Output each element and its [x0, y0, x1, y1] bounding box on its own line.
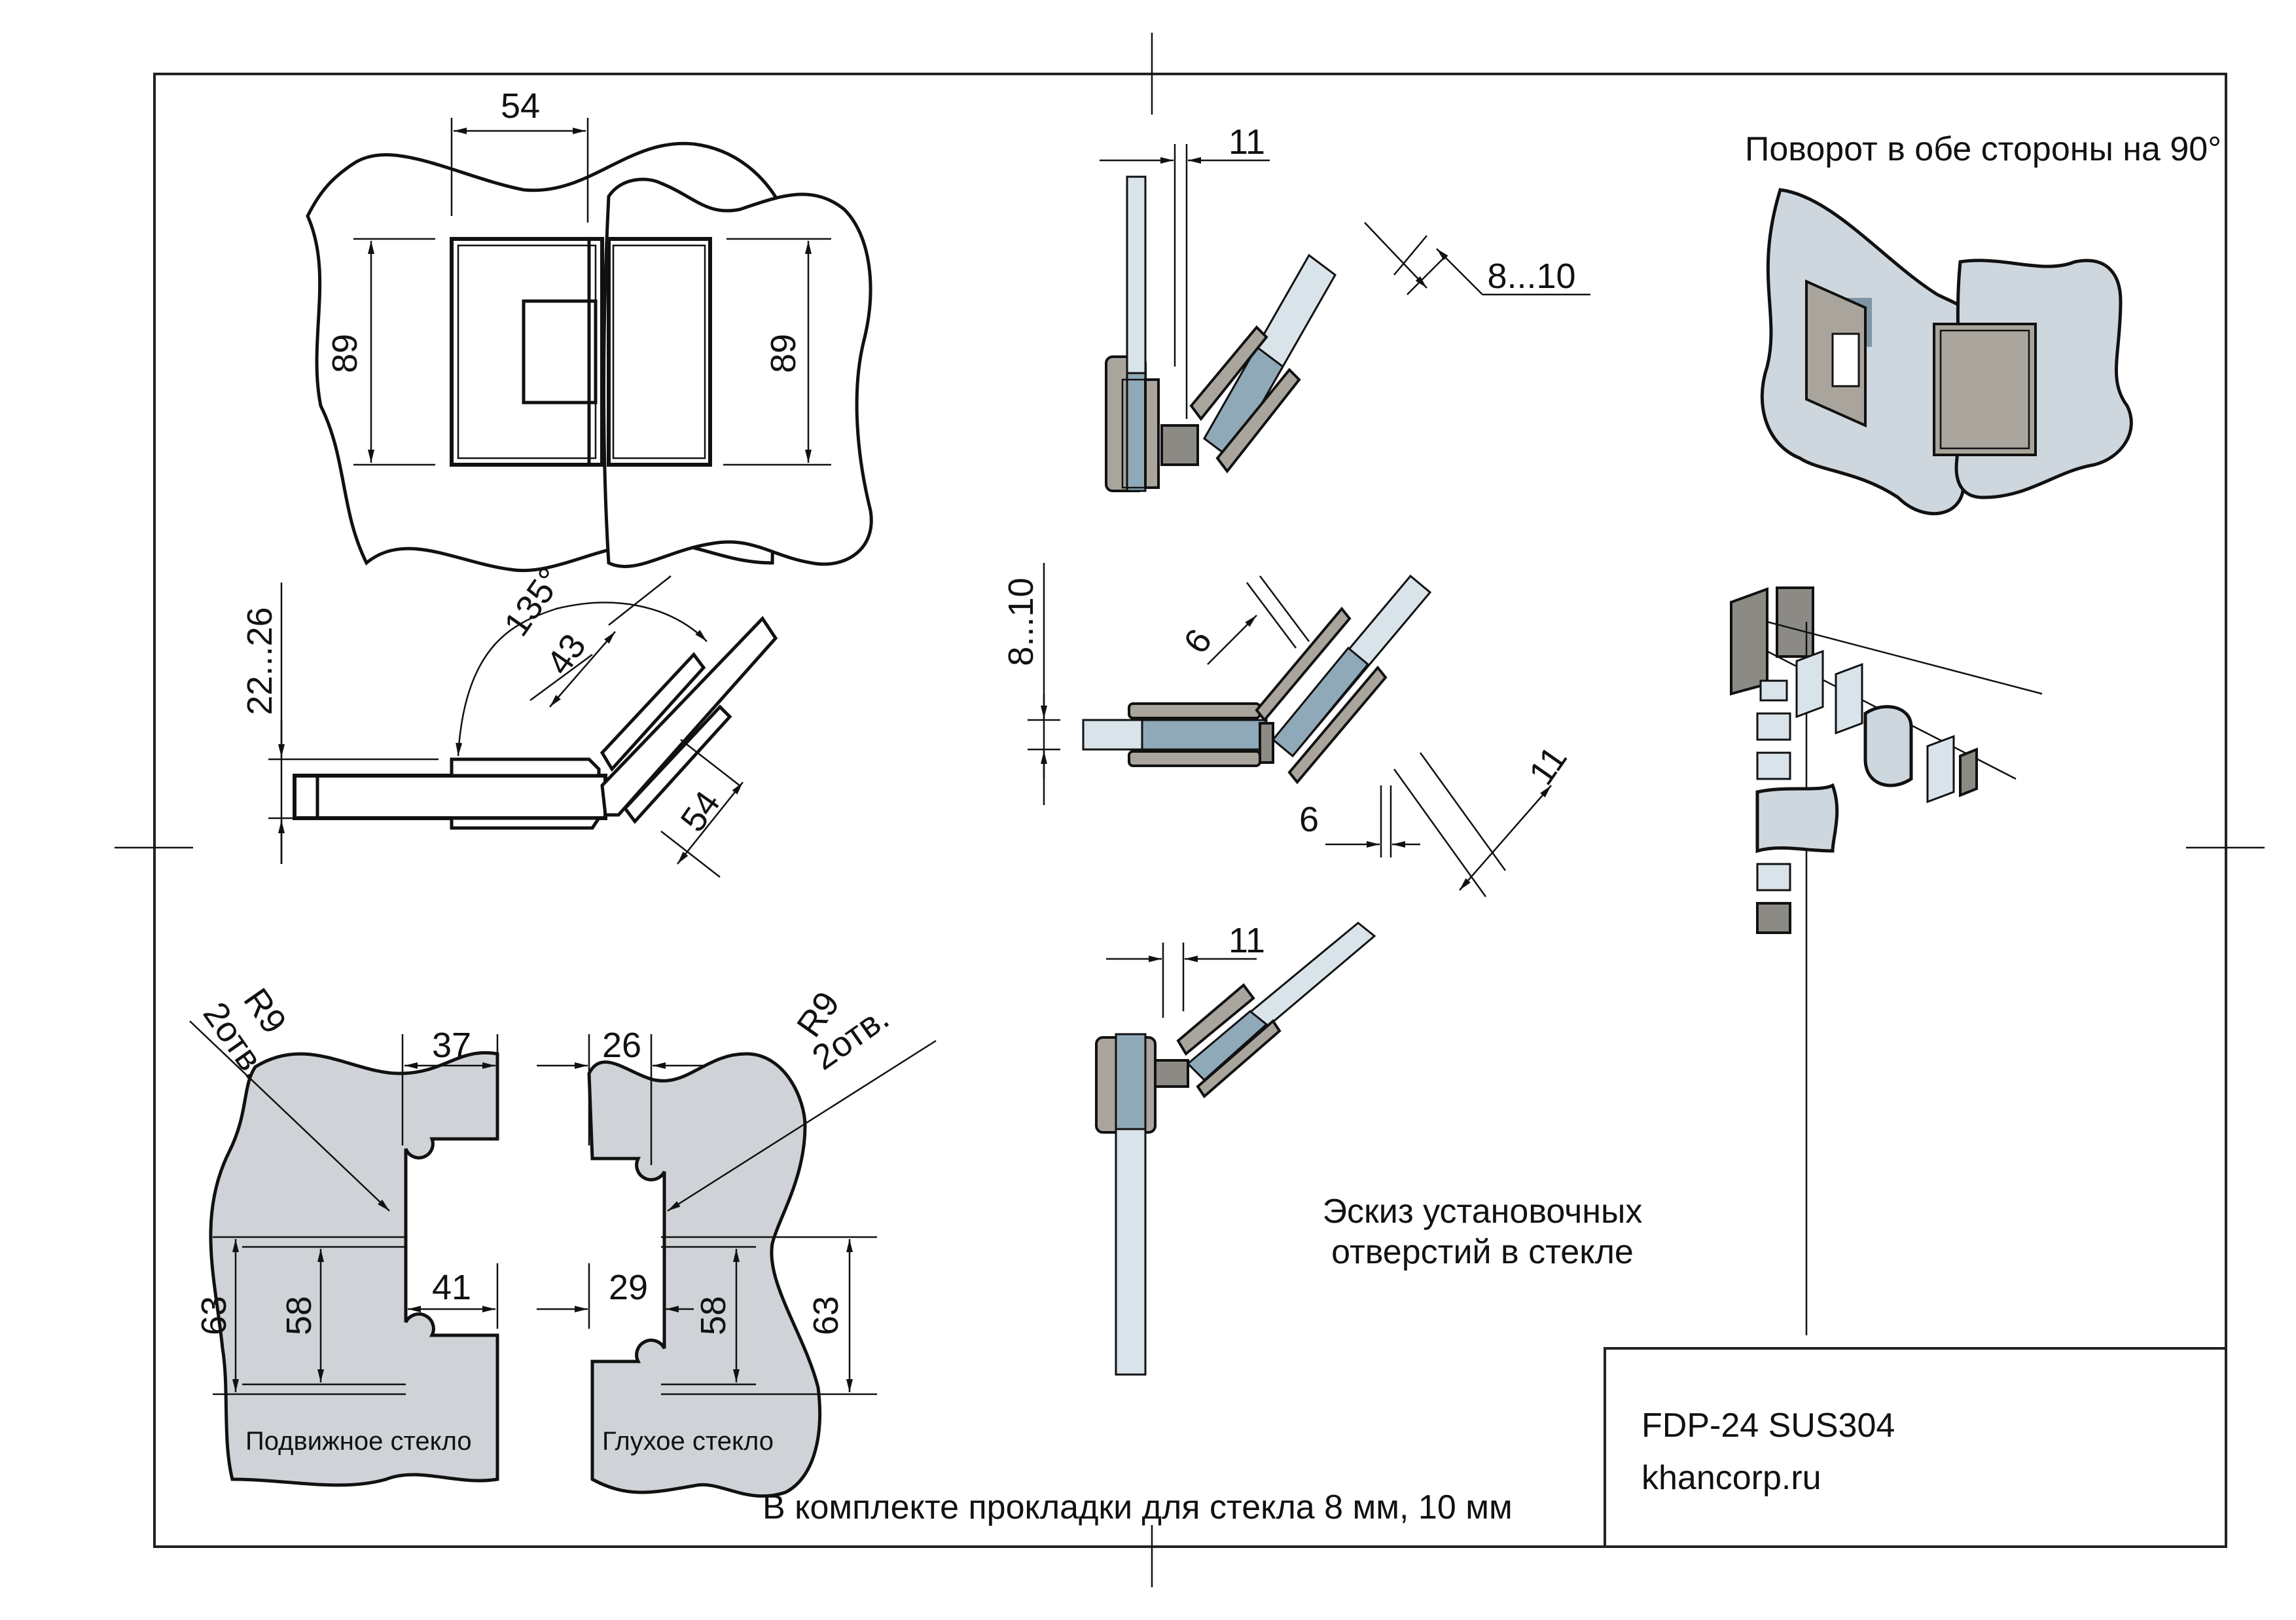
- top-view: 22...26 135° 43 54: [240, 561, 778, 878]
- side-mid-offset-diag-dim: 11: [1522, 740, 1575, 792]
- exploded-view: [1730, 586, 2043, 1335]
- isometric-view: [1760, 188, 2133, 516]
- side-mid-gap-diag-dim: 6: [1176, 622, 1219, 660]
- movable-hole-span-dim: 58: [279, 1296, 319, 1335]
- plate-length-43-dim: 43: [539, 627, 594, 682]
- front-height-left-dim: 89: [325, 334, 365, 373]
- cutout-movable: 37 41 63 58 R9 2отв. Подвижное стекло: [189, 981, 499, 1487]
- fixed-depth-top-dim: 26: [602, 1026, 641, 1065]
- rotation-note: Поворот в обе стороны на 90°: [1745, 130, 2221, 168]
- side-mid-gap-horiz-dim: 6: [1299, 800, 1319, 839]
- fixed-depth-mid-dim: 29: [609, 1268, 648, 1307]
- kit-note: В комплекте прокладки для стекла 8 мм, 1…: [762, 1488, 1513, 1526]
- thickness-range-dim: 22...26: [240, 607, 279, 715]
- sketch-note-line1: Эскиз установочных: [1323, 1193, 1643, 1231]
- sketch-note-line2: отверстий в стекле: [1331, 1233, 1634, 1271]
- front-view: 54 89 89: [306, 86, 873, 573]
- model-name: FDP-24 SUS304: [1641, 1407, 1895, 1445]
- front-width-dim: 54: [501, 86, 540, 126]
- movable-depth-mid-dim: 41: [432, 1268, 471, 1307]
- website-label: khancorp.ru: [1641, 1459, 1821, 1497]
- movable-depth-top-dim: 37: [432, 1026, 471, 1065]
- side-view-bottom: 11: [1095, 921, 1376, 1376]
- plate-length-54-dim: 54: [673, 784, 728, 839]
- front-height-right-dim: 89: [764, 334, 803, 373]
- title-block: FDP-24 SUS304 khancorp.ru: [1604, 1347, 2227, 1548]
- movable-glass-label: Подвижное стекло: [245, 1427, 472, 1456]
- side-mid-glass-thickness-dim: 8...10: [1001, 577, 1041, 666]
- cutout-fixed: 26 29 63 58 R9 2отв. Глухое стекло: [537, 984, 937, 1498]
- sheet-frame: [115, 33, 2265, 1587]
- side-top-offset-dim: 11: [1229, 122, 1265, 162]
- movable-outer-span-dim: 63: [194, 1296, 234, 1335]
- fixed-outer-span-dim: 63: [806, 1296, 846, 1335]
- fixed-glass-label: Глухое стекло: [602, 1427, 774, 1456]
- side-view-middle: 8...10 6 6 11: [1001, 563, 1575, 897]
- side-view-top: 11 8...10: [1100, 122, 1590, 492]
- fixed-hole-span-dim: 58: [694, 1296, 733, 1335]
- side-bottom-offset-dim: 11: [1229, 921, 1265, 960]
- side-top-glass-thickness-dim: 8...10: [1487, 257, 1575, 296]
